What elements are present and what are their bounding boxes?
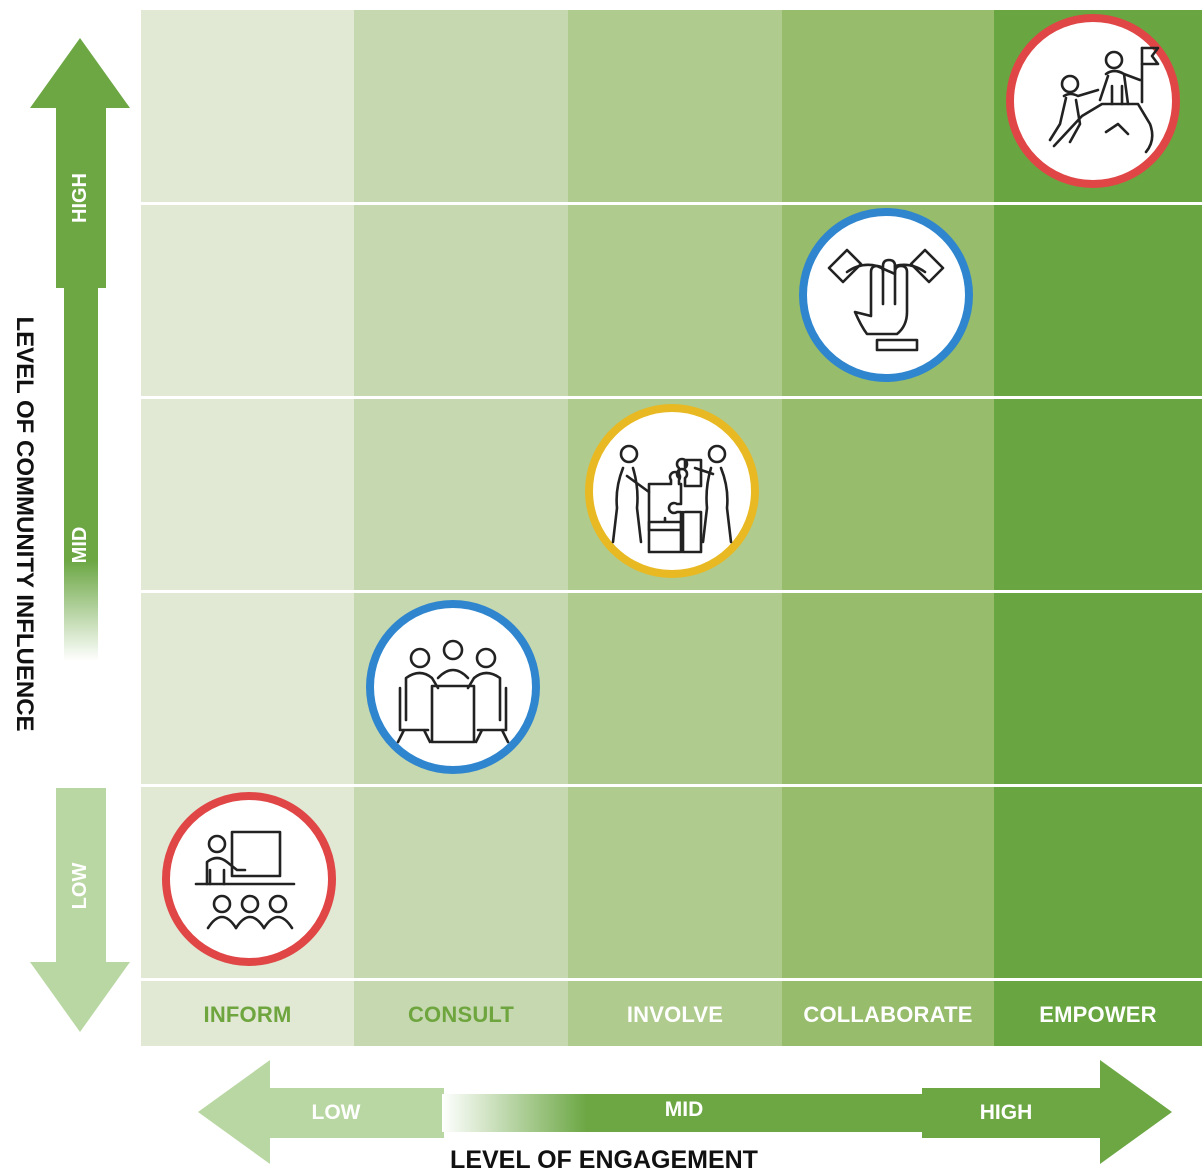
grid-line xyxy=(141,396,1202,399)
puzzle-people-icon xyxy=(585,404,759,578)
vertical-axis-high-label: HIGH xyxy=(69,173,91,223)
column-consult-bg xyxy=(354,10,568,1046)
presentation-audience-icon xyxy=(162,792,336,966)
horizontal-axis-high-label: HIGH xyxy=(979,1101,1033,1124)
grid-line xyxy=(141,784,1202,787)
grid-line xyxy=(141,590,1202,593)
horizontal-axis-mid-label: MID xyxy=(664,1098,704,1121)
column-label-inform: INFORM xyxy=(203,1002,292,1027)
climbing-summit-flag-icon xyxy=(1006,14,1180,188)
vertical-axis-title: LEVEL OF COMMUNITY INFLUENCE xyxy=(11,316,38,732)
column-label-empower: EMPOWER xyxy=(1039,1002,1157,1027)
stacked-hands-icon xyxy=(799,208,973,382)
column-collaborate-bg xyxy=(782,10,994,1046)
column-label-consult: CONSULT xyxy=(407,1002,515,1027)
horizontal-axis-low-label: LOW xyxy=(311,1101,361,1124)
vertical-axis-mid-label: MID xyxy=(69,526,91,564)
column-label-involve: INVOLVE xyxy=(626,1002,724,1027)
column-label-collaborate: COLLABORATE xyxy=(803,1002,973,1027)
grid-line xyxy=(141,978,1202,981)
vertical-axis-low-label: LOW xyxy=(69,862,91,910)
vertical-axis-arrow xyxy=(30,38,130,1032)
grid-line xyxy=(141,202,1202,205)
meeting-table-icon xyxy=(366,600,540,774)
horizontal-axis-arrow xyxy=(198,1060,1172,1164)
horizontal-axis-title: LEVEL OF ENGAGEMENT xyxy=(450,1146,758,1174)
